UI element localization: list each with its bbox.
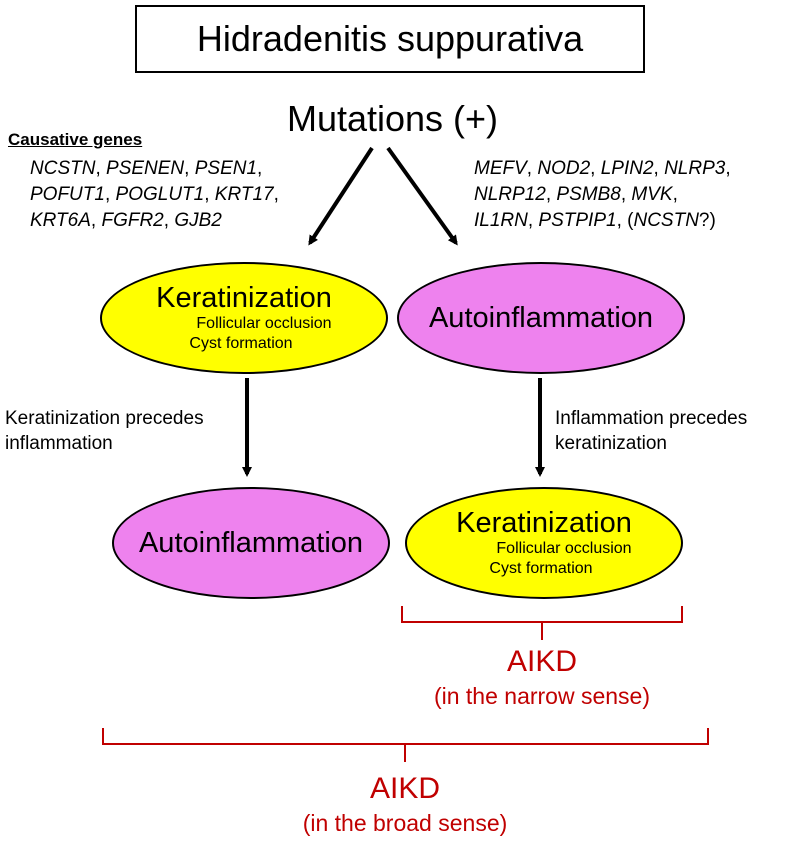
title-box: Hidradenitis suppurativa <box>135 5 645 73</box>
narrow-sense-brace <box>401 606 683 640</box>
note-line: keratinization <box>555 433 667 454</box>
gene-name: PSEN1 <box>194 158 258 179</box>
gene-separator: , ( <box>616 210 634 231</box>
node-subtitle: Cyst formation <box>189 335 293 352</box>
arrow-to-keratinization <box>308 146 374 246</box>
gene-name: POGLUT1 <box>115 184 205 205</box>
right-path-note: Inflammation precedes keratinization <box>555 406 747 456</box>
gene-separator: , <box>672 184 678 205</box>
autoinflammation-node-left: Autoinflammation <box>112 487 390 599</box>
mutations-label: Mutations (+) <box>286 98 499 139</box>
gene-name: NCSTN <box>633 210 699 231</box>
aikd-narrow: AIKD (in the narrow sense) <box>392 645 692 710</box>
gene-separator: , <box>257 158 263 179</box>
gene-name: PSMB8 <box>556 184 621 205</box>
node-title: Keratinization <box>456 507 632 539</box>
keratinization-node-right: Keratinization Follicular occlusion Cyst… <box>405 487 683 599</box>
gene-separator: , <box>104 184 116 205</box>
node-subtitle: Follicular occlusion <box>196 315 332 332</box>
gene-separator: , <box>95 158 107 179</box>
gene-name: IL1RN <box>474 210 528 231</box>
gene-separator: , <box>590 158 601 179</box>
gene-name: NLRP12 <box>474 184 546 205</box>
keratinization-node-left: Keratinization Follicular occlusion Cyst… <box>100 262 388 374</box>
arrow-to-autoinflammation <box>386 146 458 246</box>
gene-separator: , <box>526 158 538 179</box>
aikd-label: AIKD <box>506 645 578 678</box>
gene-separator: , <box>545 184 557 205</box>
gene-separator: , <box>527 210 539 231</box>
gene-name: KRT6A <box>30 210 91 231</box>
gene-name: PSTPIP1 <box>538 210 617 231</box>
aikd-label: AIKD <box>369 772 441 805</box>
gene-separator: , <box>90 210 102 231</box>
gene-name: MEFV <box>474 158 527 179</box>
gene-name: NLRP3 <box>664 158 726 179</box>
node-title: Autoinflammation <box>428 302 654 334</box>
node-title: Keratinization <box>156 282 332 314</box>
gene-name: MVK <box>631 184 673 205</box>
gene-separator: , <box>620 184 632 205</box>
diagram-title: Hidradenitis suppurativa <box>196 18 584 59</box>
gene-separator: , <box>273 184 279 205</box>
gene-name: FGFR2 <box>101 210 164 231</box>
gene-separator: ?) <box>698 210 716 231</box>
gene-name: KRT17 <box>214 184 274 205</box>
gene-separator: , <box>725 158 731 179</box>
gene-name: NCSTN <box>30 158 96 179</box>
autoinflammation-node-right: Autoinflammation <box>397 262 685 374</box>
left-gene-list: NCSTN, PSENEN, PSEN1, POFUT1, POGLUT1, K… <box>30 156 279 234</box>
gene-name: NOD2 <box>537 158 591 179</box>
aikd-sense: (in the broad sense) <box>302 810 508 836</box>
gene-name: LPIN2 <box>600 158 654 179</box>
gene-name: POFUT1 <box>30 184 105 205</box>
gene-line: MEFV, NOD2, LPIN2, NLRP3, <box>474 156 731 182</box>
right-gene-list: MEFV, NOD2, LPIN2, NLRP3, NLRP12, PSMB8,… <box>474 156 731 234</box>
gene-line: NLRP12, PSMB8, MVK, <box>474 182 731 208</box>
aikd-broad: AIKD (in the broad sense) <box>255 772 555 837</box>
broad-sense-brace <box>102 728 709 762</box>
causative-genes-heading: Causative genes <box>8 130 143 149</box>
left-path-note: Keratinization precedes inflammation <box>5 406 204 456</box>
gene-line: IL1RN, PSTPIP1, (NCSTN?) <box>474 208 731 234</box>
gene-separator: , <box>204 184 215 205</box>
note-line: Inflammation precedes <box>555 408 748 429</box>
gene-line: NCSTN, PSENEN, PSEN1, <box>30 156 279 182</box>
gene-separator: , <box>163 210 175 231</box>
node-title: Autoinflammation <box>138 527 364 559</box>
note-line: Keratinization precedes <box>5 408 204 429</box>
node-subtitle: Follicular occlusion <box>496 540 632 557</box>
note-line: inflammation <box>5 433 113 454</box>
gene-line: POFUT1, POGLUT1, KRT17, <box>30 182 279 208</box>
node-subtitle: Cyst formation <box>489 560 593 577</box>
gene-line: KRT6A, FGFR2, GJB2 <box>30 208 279 234</box>
aikd-sense: (in the narrow sense) <box>433 683 651 709</box>
gene-separator: , <box>653 158 665 179</box>
gene-name: GJB2 <box>174 210 222 231</box>
gene-name: PSENEN <box>106 158 185 179</box>
gene-separator: , <box>184 158 195 179</box>
